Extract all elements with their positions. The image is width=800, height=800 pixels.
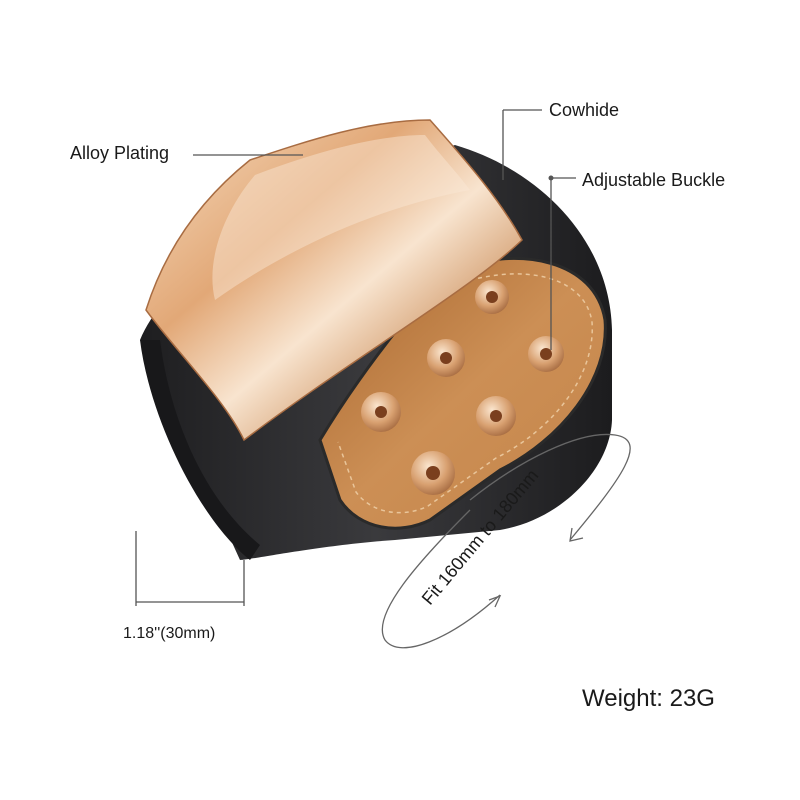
fit-arrows (381, 433, 631, 649)
width-label: 1.18''(30mm) (123, 625, 216, 642)
leather-strap-inner (318, 257, 607, 530)
alloy-plating-label: Alloy Plating (70, 143, 170, 163)
buckle-callout-dot (548, 175, 554, 181)
adjustable-buckle-label: Adjustable Buckle (582, 170, 726, 190)
alloy-plate-highlight (212, 135, 471, 300)
weight-label: Weight: 23G (582, 685, 715, 712)
leather-band-side (140, 340, 260, 560)
buckle-rivets (361, 280, 564, 495)
cowhide-label: Cowhide (549, 100, 620, 120)
callout-lines (135, 109, 576, 606)
